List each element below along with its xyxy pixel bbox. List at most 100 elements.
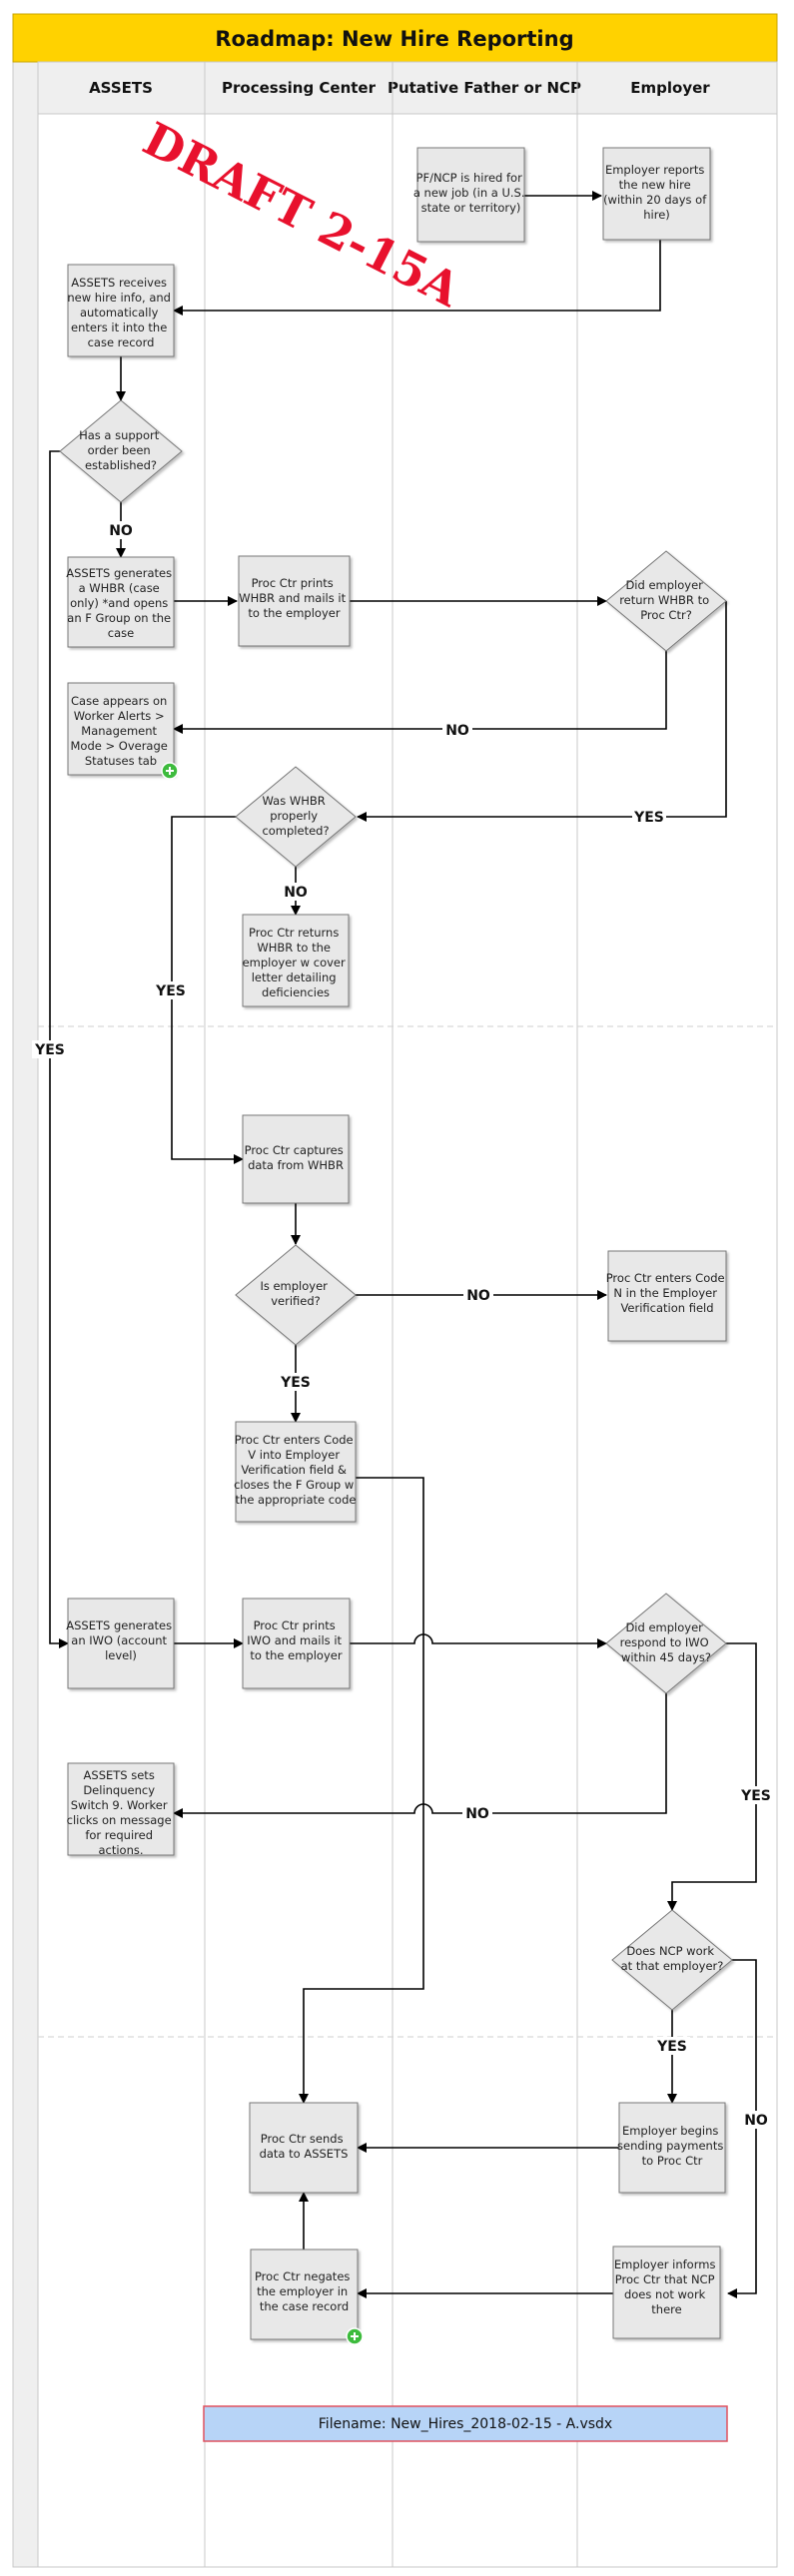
- node-informs-proc-line-3: does not work: [624, 2287, 706, 2301]
- node-sends-data-line-2: data to ASSETS: [260, 2147, 349, 2161]
- node-informs-proc: Employer informs Proc Ctr that NCP does …: [612, 2246, 721, 2339]
- node-code-v-line-1: Proc Ctr enters Code: [235, 1433, 354, 1447]
- svg-text:Has a support order be: Has a support order been established?: [79, 428, 163, 472]
- node-code-n-line-2: N in the Employer: [613, 1286, 717, 1300]
- node-prints-whbr-line-1: Proc Ctr prints: [252, 576, 334, 590]
- edge-label-no-whbr-completed: NO: [284, 885, 308, 901]
- node-whbr-completed-line-1: Was WHBR: [263, 794, 326, 808]
- node-sends-data: Proc Ctr sends data to ASSETS: [249, 2102, 359, 2194]
- node-delinquency-line-1: ASSETS sets: [84, 1768, 155, 1782]
- node-whbr-completed-line-2: properly: [270, 809, 318, 823]
- edge-label-no-employer-verified: NO: [466, 1288, 490, 1304]
- svg-text:Did employer respond t: Did employer respond to IWO within 45 da…: [620, 1620, 713, 1664]
- left-margin-bar: [12, 61, 39, 2568]
- edge-label-no-respond-iwo: NO: [465, 1806, 489, 1822]
- lane-title-putative-father: Putative Father or NCP: [388, 79, 581, 97]
- nodes: PF/NCP is hired for a new job (in a U.S.…: [59, 147, 733, 2345]
- node-return-whbr-line-3: Proc Ctr?: [640, 608, 692, 622]
- node-return-whbr-line-1: Did employer: [625, 578, 703, 592]
- node-support-order-line-1: Has a support: [79, 428, 160, 442]
- node-ncp-work: Does NCP work at that employer?: [611, 1909, 733, 2011]
- svg-text:Case appears on Worker: Case appears on Worker Alerts > Manageme…: [70, 694, 171, 768]
- node-assets-receives-line-1: ASSETS receives: [71, 276, 167, 290]
- node-negates-employer-line-1: Proc Ctr negates: [255, 2269, 350, 2283]
- node-hired-line-2: a new job (in a U.S.: [413, 186, 525, 200]
- node-returns-whbr-line-1: Proc Ctr returns: [249, 926, 339, 940]
- svg-text:Proc Ctr enters Code V: Proc Ctr enters Code V into Employer Ver…: [234, 1433, 358, 1507]
- node-case-appears-line-3: Management: [81, 724, 157, 738]
- node-hired-line-1: PF/NCP is hired for: [416, 171, 523, 185]
- node-return-whbr: Did employer return WHBR to Proc Ctr?: [605, 550, 727, 652]
- node-delinquency: ASSETS sets Delinquency Switch 9. Worker…: [67, 1762, 175, 1857]
- node-respond-iwo-line-1: Did employer: [625, 1620, 703, 1634]
- edge-label-yes-employer-verified: YES: [280, 1375, 311, 1391]
- node-prints-whbr-line-3: to the employer: [248, 606, 340, 620]
- title-band: [12, 13, 778, 63]
- node-generates-whbr-line-3: only) *and opens: [70, 596, 168, 610]
- node-respond-iwo-line-3: within 45 days?: [621, 1650, 711, 1664]
- svg-text:Proc Ctr returns WHBR: Proc Ctr returns WHBR to the employer w …: [243, 926, 350, 999]
- node-generates-iwo-line-3: level): [105, 1648, 137, 1662]
- node-negates-employer: Proc Ctr negates the employer in the cas…: [250, 2249, 364, 2345]
- node-whbr-completed: Was WHBR properly completed?: [235, 766, 357, 868]
- node-respond-iwo-line-2: respond to IWO: [620, 1635, 709, 1649]
- node-delinquency-line-4: clicks on message: [67, 1813, 172, 1827]
- node-case-appears-line-1: Case appears on: [71, 694, 167, 708]
- node-generates-whbr-line-1: ASSETS generates: [66, 566, 172, 580]
- node-assets-receives-line-4: enters it into the: [71, 321, 167, 334]
- node-captures-data-line-1: Proc Ctr captures: [245, 1143, 344, 1157]
- svg-text:Proc Ctr negates the e: Proc Ctr negates the employer in the cas…: [255, 2269, 354, 2313]
- page-title: Roadmap: New Hire Reporting: [215, 27, 573, 51]
- svg-text:ASSETS generates a WHB: ASSETS generates a WHBR (case only) *and…: [66, 566, 175, 640]
- node-generates-iwo-line-1: ASSETS generates: [66, 1618, 172, 1632]
- node-prints-iwo-line-2: IWO and mails it: [247, 1633, 342, 1647]
- node-informs-proc-line-2: Proc Ctr that NCP: [615, 2272, 715, 2286]
- node-assets-receives-line-5: case record: [88, 335, 155, 349]
- node-assets-receives-line-3: automatically: [80, 306, 159, 320]
- node-ncp-work-line-1: Does NCP work: [626, 1944, 714, 1958]
- svg-text:Proc Ctr captures data: Proc Ctr captures data from WHBR: [245, 1143, 348, 1172]
- node-code-v-line-2: V into Employer: [248, 1448, 340, 1462]
- node-prints-iwo-line-1: Proc Ctr prints: [254, 1618, 336, 1632]
- svg-text:Is employer verified?: Is employer verified?: [260, 1279, 331, 1308]
- node-employer-verified: Is employer verified?: [235, 1244, 357, 1346]
- node-generates-iwo: ASSETS generates an IWO (account level): [66, 1598, 175, 1689]
- svg-text:PF/NCP is hired for a: PF/NCP is hired for a new job (in a U.S.…: [413, 171, 528, 215]
- node-case-appears-line-2: Worker Alerts >: [74, 709, 165, 723]
- node-code-n-line-1: Proc Ctr enters Code: [606, 1271, 725, 1285]
- node-case-appears-line-4: Mode > Overage: [70, 739, 167, 753]
- node-respond-iwo: Did employer respond to IWO within 45 da…: [605, 1593, 727, 1694]
- node-generates-whbr-line-2: a WHBR (case: [79, 581, 160, 595]
- lane-header-band: [37, 61, 778, 115]
- node-generates-whbr-line-4: an F Group on the: [67, 611, 171, 625]
- svg-text:Employer begins sendin: Employer begins sending payments to Proc…: [617, 2124, 727, 2168]
- node-case-appears-line-5: Statuses tab: [85, 754, 157, 768]
- node-generates-whbr-line-5: case: [108, 626, 134, 640]
- node-informs-proc-line-1: Employer informs: [614, 2257, 716, 2271]
- node-prints-whbr-line-2: WHBR and mails it: [239, 591, 346, 605]
- edge-label-no-ncp-work: NO: [744, 2113, 768, 2129]
- node-employer-verified-line-2: verified?: [271, 1294, 321, 1308]
- edge-label-yes-return-whbr: YES: [633, 810, 664, 826]
- svg-text:Employer informs Proc: Employer informs Proc Ctr that NCP does …: [614, 2257, 719, 2316]
- edge-label-yes-ncp-work: YES: [656, 2039, 687, 2055]
- node-returns-whbr-line-4: letter detailing: [252, 970, 337, 984]
- node-code-n-line-3: Verification field: [620, 1301, 713, 1315]
- node-employer-reports-line-3: (within 20 days of: [603, 193, 707, 207]
- edge-label-yes-whbr-completed: YES: [155, 983, 186, 999]
- node-generates-whbr: ASSETS generates a WHBR (case only) *and…: [66, 556, 175, 648]
- node-generates-iwo-line-2: an IWO (account: [71, 1633, 167, 1647]
- edge-label-yes-support-order: YES: [34, 1042, 65, 1058]
- lane-title-processing-center: Processing Center: [222, 79, 377, 97]
- edge-label-no-return-whbr: NO: [445, 723, 469, 739]
- edge-labels: NO NO YES NO YES YES NO YES NO YES YES N…: [32, 521, 774, 2129]
- node-hired-line-3: state or territory): [421, 201, 521, 215]
- node-employer-reports-line-2: the new hire: [619, 178, 691, 192]
- node-informs-proc-line-4: there: [651, 2302, 681, 2316]
- node-code-n: Proc Ctr enters Code N in the Employer V…: [606, 1250, 727, 1342]
- filename-box: Filename: New_Hires_2018-02-15 - A.vsdx: [203, 2405, 728, 2442]
- node-support-order: Has a support order been established?: [59, 399, 183, 503]
- svg-text:Proc Ctr sends data to: Proc Ctr sends data to ASSETS: [260, 2132, 349, 2161]
- node-employer-verified-line-1: Is employer: [260, 1279, 328, 1293]
- node-whbr-completed-line-3: completed?: [262, 824, 329, 838]
